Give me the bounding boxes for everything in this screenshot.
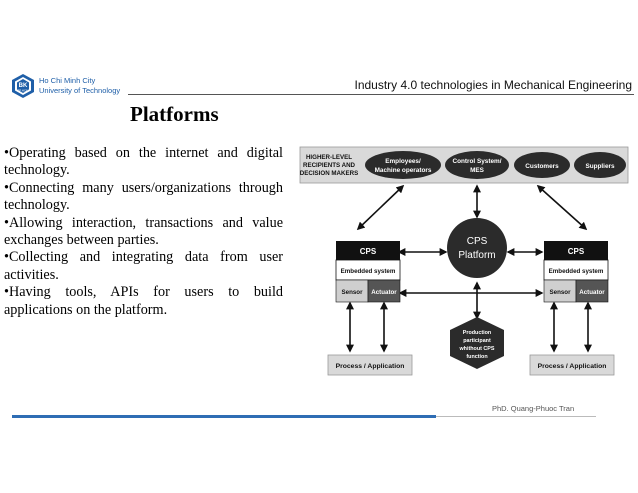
embedded-right-label: Embedded system	[549, 268, 604, 275]
control-label-line2: MES	[470, 167, 485, 174]
production-label-line4: function	[466, 354, 487, 360]
cps-unit-left	[335, 241, 401, 303]
bullet-item: •Allowing interaction, transactions and …	[4, 214, 283, 249]
production-label-line3: whithout CPS	[458, 346, 494, 352]
bullet-item: •Operating based on the internet and dig…	[4, 145, 283, 179]
actuator-right-label: Actuator	[579, 289, 605, 296]
cps-platform-node	[447, 218, 507, 278]
employees-label-line2: Machine operators	[375, 167, 432, 174]
production-label-line2: participant	[463, 338, 491, 344]
customers-node	[514, 152, 570, 178]
course-title: Industry 4.0 technologies in Mechanical …	[354, 78, 632, 92]
suppliers-label: Suppliers	[585, 163, 615, 170]
bullet-list: •Operating based on the internet and dig…	[4, 145, 283, 319]
control-label-line1: Control System/	[452, 158, 501, 165]
author-credit: PhD. Quang-Phuoc Tran	[492, 404, 575, 413]
process-box-left	[327, 354, 413, 376]
customers-label: Customers	[525, 163, 559, 170]
logo-text: BK	[19, 83, 28, 89]
sensor-left-label: Sensor	[342, 289, 364, 296]
top-label-line2: RECIPIENTS AND	[303, 162, 356, 169]
process-right-label: Process / Application	[538, 363, 607, 370]
actuator-left-label: Actuator	[371, 289, 397, 296]
cps-unit-right	[543, 241, 609, 303]
platform-label-line2: Platform	[458, 250, 495, 261]
arrow-top-right	[536, 184, 588, 231]
university-name-line2: University of Technology	[39, 86, 121, 95]
production-participant-node	[450, 317, 504, 369]
bullet-item: •Having tools, APIs for users to build a…	[4, 284, 283, 318]
header-divider	[128, 94, 634, 95]
platform-label-line1: CPS	[467, 236, 488, 247]
employees-node	[365, 151, 441, 179]
university-logo: BK TP.HCM	[12, 74, 34, 98]
top-label-line1: HIGHER-LEVEL	[306, 154, 352, 161]
bullet-item: •Connecting many users/organizations thr…	[4, 179, 283, 214]
arrow-top-left	[356, 184, 405, 231]
university-name: Ho Chi Minh City University of Technolog…	[39, 76, 120, 96]
sensor-right-label: Sensor	[550, 289, 572, 296]
cps-left-label: CPS	[360, 247, 377, 256]
logo-subtext: TP.HCM	[17, 89, 29, 93]
control-system-node	[445, 151, 509, 179]
embedded-left-label: Embedded system	[341, 268, 396, 275]
footer-divider	[436, 416, 596, 417]
suppliers-node	[574, 152, 626, 178]
top-label-line3: DECISION MAKERS	[300, 170, 358, 177]
process-left-label: Process / Application	[336, 363, 405, 370]
production-label-line1: Production	[463, 330, 491, 336]
employees-label-line1: Employees/	[385, 158, 421, 165]
university-name-line1: Ho Chi Minh City	[39, 76, 96, 85]
process-box-right	[529, 354, 615, 376]
footer-accent-bar	[12, 415, 436, 418]
cps-platform-diagram: HIGHER-LEVEL RECIPIENTS AND DECISION MAK…	[299, 146, 629, 376]
cps-right-label: CPS	[568, 247, 585, 256]
slide-title: Platforms	[130, 102, 219, 126]
bullet-item: •Collecting and integrating data from us…	[4, 249, 283, 283]
